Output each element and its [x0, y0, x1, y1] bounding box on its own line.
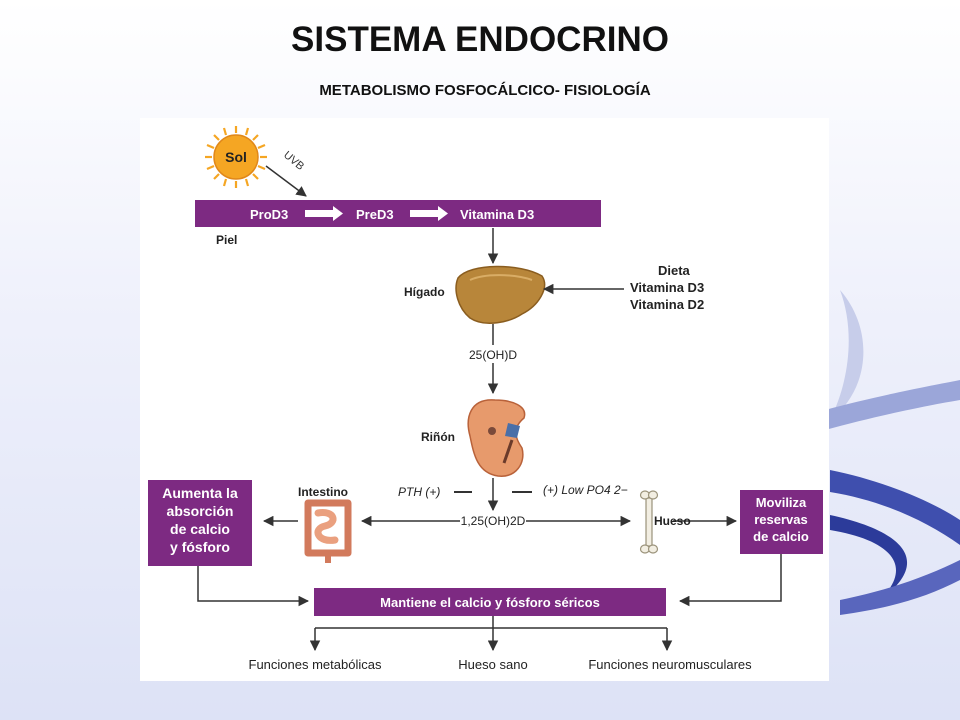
diet-item-d2: Vitamina D2 [630, 297, 704, 312]
bone-icon [639, 490, 659, 554]
absorption-line-2: absorción [167, 503, 234, 519]
absorption-line-3: de calcio [170, 521, 230, 537]
mobilize-box [740, 490, 823, 554]
metabolite-25ohd: 25(OH)D [469, 348, 517, 362]
mobilize-line-1: Moviliza [756, 495, 807, 510]
step-vitamin-d3: Vitamina D3 [460, 207, 534, 222]
intestine-icon [304, 499, 352, 563]
diet-item-d3: Vitamina D3 [630, 280, 704, 295]
step-arrow-icon [305, 206, 343, 221]
liver-icon [455, 265, 546, 324]
diet-title: Dieta [658, 263, 691, 278]
mobilize-line-2: reservas [754, 512, 808, 527]
step-arrow-icon [410, 206, 448, 221]
skin-label: Piel [216, 233, 237, 247]
skin-conversion-band [195, 200, 601, 227]
diagram-canvas: Sol UVB ProD3 PreD3 Vitamina D3 Piel Híg… [148, 126, 823, 672]
liver-label: Hígado [404, 285, 445, 299]
low-po4-label: (+) Low PO4 2− [543, 483, 628, 497]
kidney-label: Riñón [421, 430, 455, 444]
vitamin-d-metabolism-diagram: Sol UVB ProD3 PreD3 Vitamina D3 Piel Híg… [140, 118, 829, 681]
absorption-line-1: Aumenta la [162, 485, 238, 501]
serum-calcium-band [314, 588, 666, 616]
pth-label: PTH (+) [398, 485, 440, 499]
absorption-line-4: y fósforo [170, 539, 230, 555]
mobilize-line-3: de calcio [753, 529, 809, 544]
slide-subtitle: METABOLISMO FOSFOCÁLCICO- FISIOLOGÍA [319, 82, 651, 99]
slide-title: SISTEMA ENDOCRINO [291, 20, 669, 59]
sun-icon [205, 126, 267, 188]
bone-label: Hueso [654, 514, 691, 528]
step-pred3: PreD3 [356, 207, 394, 222]
step-prod3: ProD3 [250, 207, 288, 222]
kidney-icon [467, 399, 526, 477]
metabolite-125ohd: 1,25(OH)2D [461, 514, 526, 528]
outcome-metabolic: Funciones metabólicas [249, 657, 382, 672]
serum-calcium-label: Mantiene el calcio y fósforo séricos [380, 595, 600, 610]
connector-right-to-band [678, 554, 782, 607]
absorption-box [148, 480, 252, 566]
uvb-label: UVB [281, 149, 306, 173]
connector-left-to-band [197, 566, 310, 607]
uvb-arrow [265, 165, 307, 197]
outcome-neuromuscular: Funciones neuromusculares [588, 657, 752, 672]
sun-label: Sol [225, 149, 247, 165]
outcome-healthy-bone: Hueso sano [458, 657, 527, 672]
intestine-label: Intestino [298, 485, 348, 499]
